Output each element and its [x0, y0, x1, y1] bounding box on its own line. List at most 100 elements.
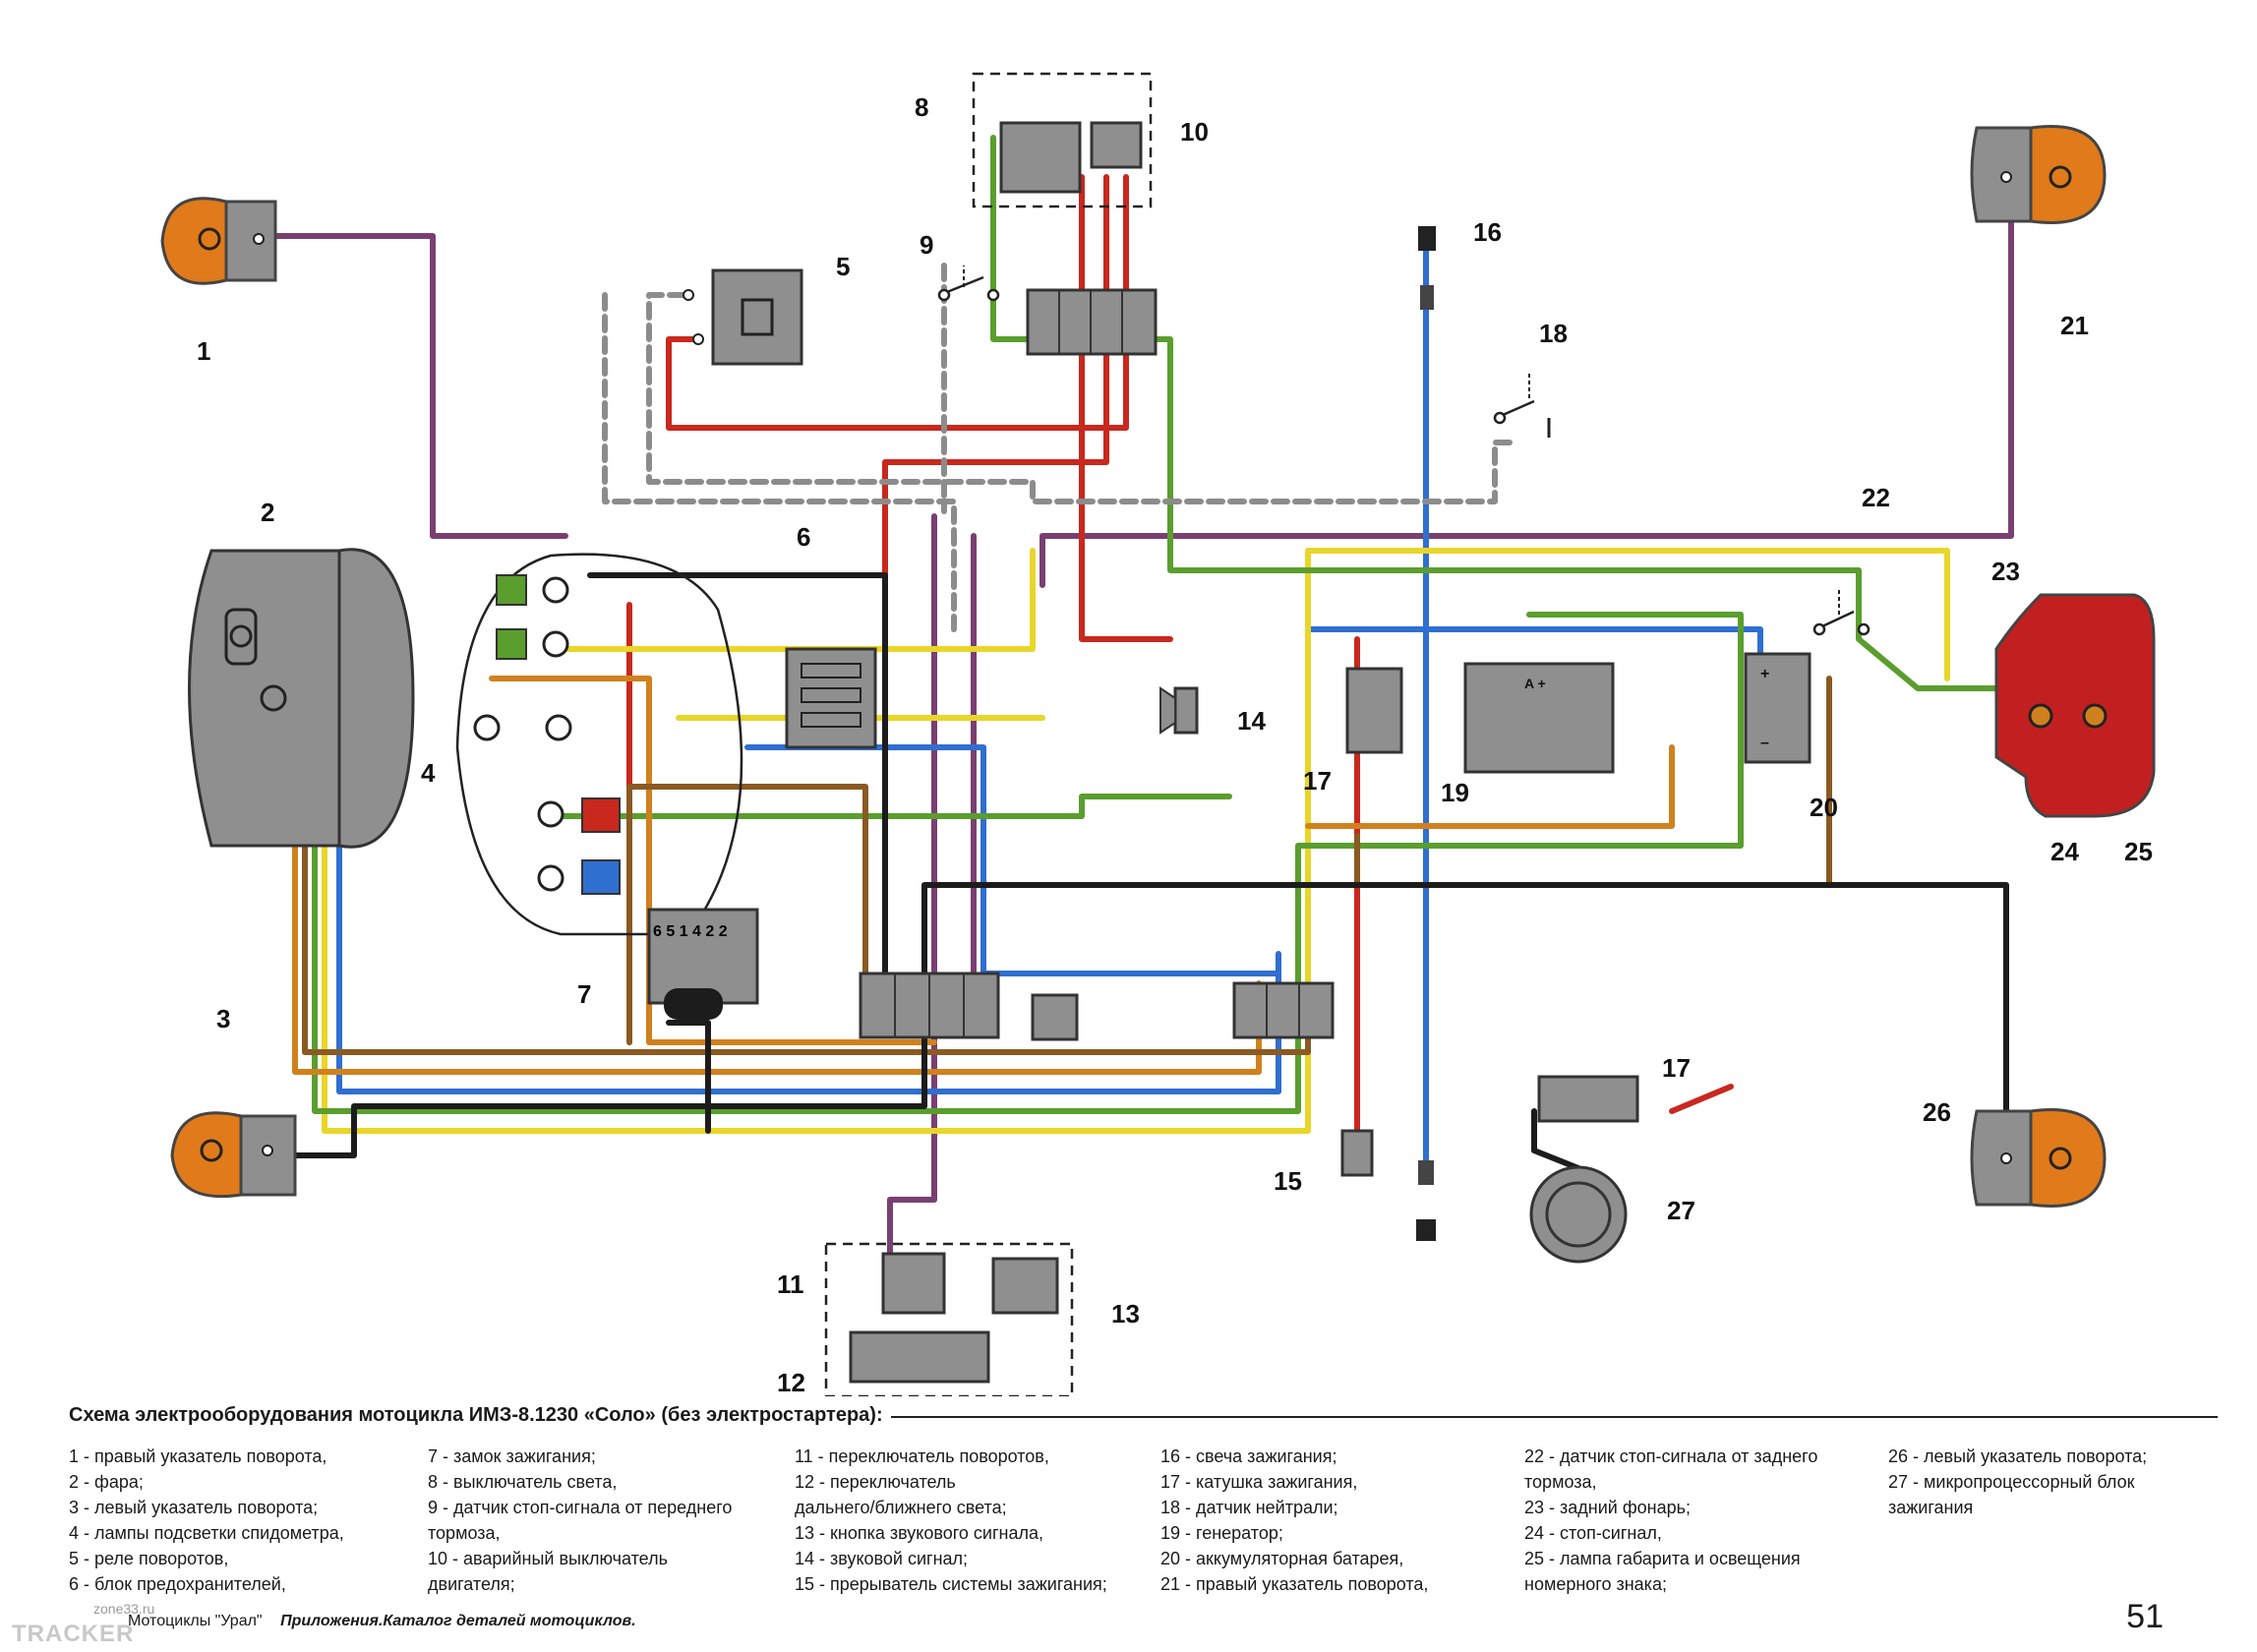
- label-21: 21: [2060, 311, 2089, 340]
- label-13: 13: [1111, 1299, 1140, 1328]
- legend-line: 22 - датчик стоп-сигнала от заднего: [1524, 1446, 1818, 1466]
- legend-line: 20 - аккумуляторная батарея,: [1160, 1549, 1404, 1568]
- legend-line: 13 - кнопка звукового сигнала,: [795, 1523, 1044, 1543]
- right-front-indicator: [160, 197, 277, 285]
- footer-text: Мотоциклы "Урал" Приложения.Каталог дета…: [128, 1613, 636, 1630]
- label-5: 5: [836, 252, 850, 281]
- label-24: 24: [2050, 837, 2079, 866]
- label-20: 20: [1810, 793, 1838, 822]
- connector-lower-right: [1232, 981, 1335, 1039]
- legend-column-1: 1 - правый указатель поворота, 2 - фара;…: [69, 1444, 344, 1597]
- tail-light: [1994, 593, 2156, 818]
- spark-plug: [1418, 226, 1436, 310]
- ignition-control-unit: [1529, 1165, 1628, 1264]
- legend-line: дальнего/ближнего света;: [795, 1498, 1007, 1517]
- label-12: 12: [777, 1368, 805, 1396]
- wire-black-2: [587, 572, 888, 986]
- page-number: 51: [2126, 1598, 2164, 1635]
- legend-line: 2 - фара;: [69, 1472, 144, 1492]
- label-26: 26: [1923, 1097, 1951, 1127]
- legend-line: 12 - переключатель: [795, 1472, 956, 1492]
- wire-yellow-2: [548, 548, 1036, 652]
- legend-line: 21 - правый указатель поворота,: [1160, 1574, 1429, 1594]
- wire-black-4: [1531, 1108, 1586, 1173]
- label-27: 27: [1667, 1196, 1695, 1225]
- left-front-indicator: [170, 1111, 297, 1199]
- label-16: 16: [1473, 217, 1502, 247]
- legend-line: номерного знака;: [1524, 1574, 1667, 1594]
- label-19: 19: [1441, 778, 1469, 807]
- wiring-diagram: 1 2 3 4 5: [160, 72, 2156, 1396]
- footer-section-title: Приложения.Каталог деталей мотоциклов.: [280, 1613, 636, 1629]
- generator: A +: [1463, 662, 1615, 774]
- legend-line: двигателя;: [428, 1574, 515, 1594]
- horn: [1159, 686, 1199, 735]
- legend-line: зажигания: [1888, 1498, 1974, 1517]
- legend-line: 1 - правый указатель поворота,: [69, 1446, 327, 1466]
- wire-gray-2: [646, 292, 1517, 504]
- legend-line: 7 - замок зажигания;: [428, 1446, 596, 1466]
- turn-signal-relay: [683, 268, 803, 366]
- legend-line: 17 - катушка зажигания,: [1160, 1472, 1358, 1492]
- svg-text:A +: A +: [1524, 676, 1546, 691]
- legend-column-4: 16 - свеча зажигания; 17 - катушка зажиг…: [1160, 1444, 1428, 1597]
- ignition-interrupter: [1340, 1129, 1374, 1177]
- legend-line: 24 - стоп-сигнал,: [1524, 1523, 1662, 1543]
- svg-text:+: +: [1760, 666, 1769, 682]
- legend-line: 4 - лампы подсветки спидометра,: [69, 1523, 344, 1543]
- legend-line: тормоза,: [1524, 1472, 1597, 1492]
- connector-lower-mid: [1031, 993, 1079, 1041]
- label-8: 8: [915, 92, 928, 122]
- legend-line: тормоза,: [428, 1523, 501, 1543]
- legend-column-2: 7 - замок зажигания; 8 - выключатель све…: [428, 1444, 732, 1597]
- legend-column-6: 26 - левый указатель поворота; 27 - микр…: [1888, 1444, 2147, 1520]
- wire-red-6: [1669, 1084, 1734, 1114]
- connector-lower-left: [859, 972, 1000, 1039]
- label-17: 17: [1303, 766, 1332, 796]
- wire-purple-1: [263, 233, 568, 539]
- legend-column-5: 22 - датчик стоп-сигнала от заднего торм…: [1524, 1444, 1817, 1597]
- label-4: 4: [421, 758, 436, 788]
- front-brake-switch: [937, 266, 1000, 302]
- wire-green-1: [990, 135, 2029, 691]
- right-rear-indicator: [1970, 125, 2107, 224]
- label-10: 10: [1180, 117, 1209, 147]
- legend-line: 19 - генератор;: [1160, 1523, 1283, 1543]
- legend-line: 9 - датчик стоп-сигнала от переднего: [428, 1498, 733, 1517]
- wire-orange-3: [1305, 744, 1675, 829]
- label-23: 23: [1991, 557, 2020, 586]
- legend-line: 16 - свеча зажигания;: [1160, 1446, 1337, 1466]
- wire-blue-4: [744, 744, 1281, 976]
- legend-line: 10 - аварийный выключатель: [428, 1549, 668, 1568]
- battery: + –: [1744, 652, 1812, 764]
- legend-line: 8 - выключатель света,: [428, 1472, 618, 1492]
- svg-text:–: –: [1760, 735, 1769, 751]
- legend-column-3: 11 - переключатель поворотов, 12 - перек…: [795, 1444, 1107, 1597]
- label-2: 2: [261, 498, 274, 527]
- label-15: 15: [1274, 1166, 1302, 1196]
- legend-line: 26 - левый указатель поворота;: [1888, 1446, 2148, 1466]
- legend-line: 25 - лампа габарита и освещения: [1524, 1549, 1801, 1568]
- wire-brown-2: [626, 784, 868, 1045]
- label-22: 22: [1862, 483, 1890, 512]
- watermark-site: zone33.ru: [93, 1601, 155, 1617]
- label-7: 7: [577, 979, 591, 1009]
- footer-book-title: Мотоциклы "Урал": [128, 1613, 263, 1629]
- label-6: 6: [797, 522, 810, 552]
- label-17b: 17: [1662, 1053, 1691, 1083]
- wire-orange-2: [489, 676, 937, 1045]
- ignition-lock: 6 5 1 4 2 2: [647, 908, 759, 1020]
- watermark-tracker: TRACKER: [12, 1621, 135, 1647]
- ignition-coil-second: [1537, 1075, 1639, 1123]
- headlight: [188, 548, 415, 849]
- wire-purple-4: [887, 513, 937, 1267]
- label-1: 1: [197, 336, 210, 366]
- wire-gray-1: [602, 292, 957, 632]
- legend-line: 18 - датчик нейтрали;: [1160, 1498, 1338, 1517]
- rear-brake-switch: [1812, 590, 1871, 636]
- wire-black-3: [666, 1020, 711, 1134]
- legend-line: 14 - звуковой сигнал;: [795, 1549, 969, 1568]
- label-14: 14: [1237, 706, 1266, 736]
- instrument-cluster: [455, 553, 743, 936]
- legend-line: 27 - микропроцессорный блок: [1888, 1472, 2135, 1492]
